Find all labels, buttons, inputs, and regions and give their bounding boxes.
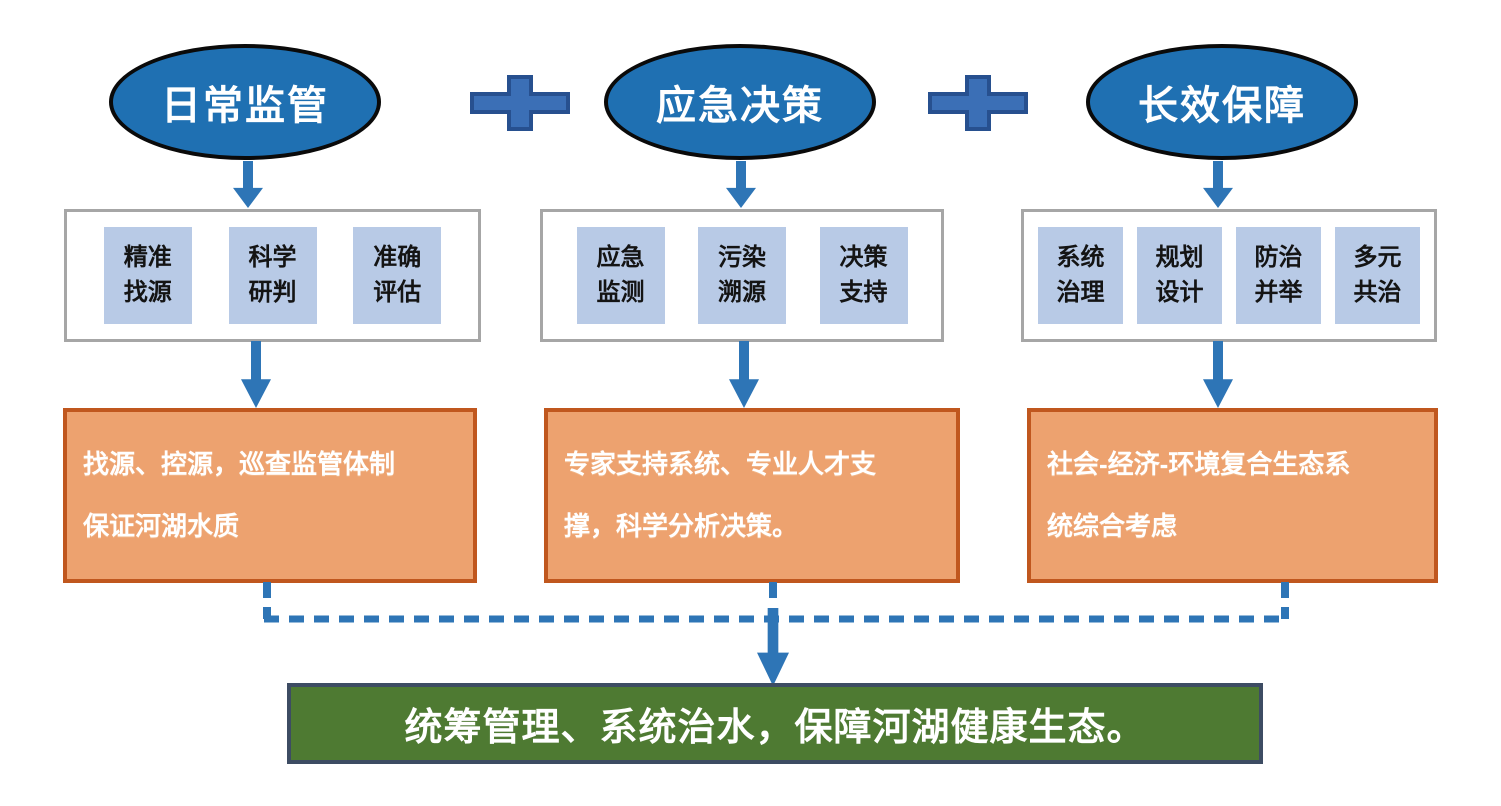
- summary-box-emergency: 专家支持系统、专业人才支 撑，科学分析决策。: [544, 408, 960, 583]
- capability-panel-daily: 精准 找源 科学 研判 准确 评估: [64, 209, 481, 342]
- capability-chip: 污染 溯源: [698, 227, 786, 324]
- capability-chip: 精准 找源: [103, 227, 192, 324]
- capability-panel-longterm: 系统 治理 规划 设计 防治 并举 多元 共治: [1021, 209, 1437, 342]
- summary-text: 找源、控源，巡查监管体制 保证河湖水质: [83, 449, 396, 541]
- summary-box-longterm: 社会-经济-环境复合生态系 统综合考虑: [1027, 408, 1438, 583]
- down-arrow-icon: [1203, 341, 1233, 408]
- plus-icon: [470, 75, 570, 131]
- plus-icon: [928, 75, 1028, 131]
- capability-chip: 决策 支持: [819, 227, 908, 324]
- ellipse-longterm-guarantee: 长效保障: [1086, 44, 1358, 160]
- summary-text: 社会-经济-环境复合生态系 统综合考虑: [1047, 449, 1351, 541]
- capability-chip: 防治 并举: [1236, 227, 1321, 324]
- ellipse-daily-supervision: 日常监管: [109, 44, 381, 160]
- ellipse-label: 长效保障: [1138, 84, 1306, 128]
- down-arrow-icon: [726, 161, 756, 208]
- capability-chip: 科学 研判: [228, 227, 317, 324]
- down-arrow-icon: [729, 341, 759, 408]
- down-arrow-icon: [1203, 161, 1233, 208]
- conclusion-box: 统筹管理、系统治水，保障河湖健康生态。: [287, 683, 1263, 764]
- capability-chip: 系统 治理: [1038, 227, 1123, 324]
- down-arrow-icon: [241, 341, 271, 408]
- center-down-arrow-icon: [757, 608, 789, 686]
- capability-panel-emergency: 应急 监测 污染 溯源 决策 支持: [540, 209, 944, 342]
- capability-chip: 应急 监测: [576, 227, 665, 324]
- down-arrow-icon: [233, 161, 263, 208]
- ellipse-label: 应急决策: [656, 84, 824, 128]
- ellipse-emergency-decision: 应急决策: [604, 44, 876, 160]
- summary-text: 专家支持系统、专业人才支 撑，科学分析决策。: [564, 449, 877, 541]
- ellipse-label: 日常监管: [161, 84, 329, 128]
- capability-chip: 多元 共治: [1335, 227, 1420, 324]
- capability-chip: 准确 评估: [353, 227, 442, 324]
- capability-chip: 规划 设计: [1137, 227, 1222, 324]
- summary-box-daily: 找源、控源，巡查监管体制 保证河湖水质: [63, 408, 477, 583]
- conclusion-text: 统筹管理、系统治水，保障河湖健康生态。: [404, 707, 1146, 749]
